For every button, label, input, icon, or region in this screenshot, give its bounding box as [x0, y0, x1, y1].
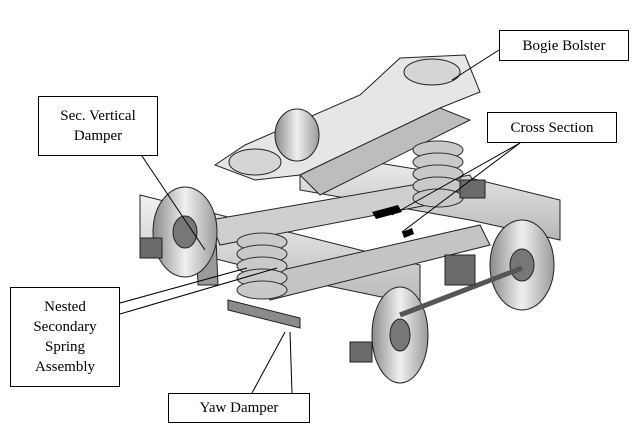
secondary-spring-right	[412, 140, 464, 208]
callout-bogie-bolster: Bogie Bolster	[499, 30, 629, 61]
leader-cross-section-a	[391, 142, 521, 216]
leader-spring-b	[119, 267, 278, 315]
callout-cross-section: Cross Section	[487, 112, 617, 143]
wheelsets	[152, 108, 555, 384]
leader-spring-a	[119, 267, 248, 304]
leader-bogie-bolster	[451, 49, 500, 81]
cross-section-marker	[372, 205, 414, 238]
wheel-rear-right	[274, 108, 320, 162]
callout-sec-vertical-damper: Sec. Vertical Damper	[38, 96, 158, 156]
leader-yaw-b	[289, 331, 293, 394]
leader-sec-damper	[141, 155, 206, 251]
axle-boxes	[139, 179, 486, 363]
leader-yaw-a	[251, 331, 286, 394]
callout-yaw-damper: Yaw Damper	[168, 393, 310, 423]
axle-front	[399, 265, 523, 318]
leader-lines	[119, 49, 521, 394]
leader-cross-section-b	[401, 142, 521, 233]
callout-nested-secondary-spring: Nested Secondary Spring Assembly	[10, 287, 120, 387]
yaw-damper-part	[227, 299, 301, 329]
secondary-spring-left	[236, 232, 288, 300]
